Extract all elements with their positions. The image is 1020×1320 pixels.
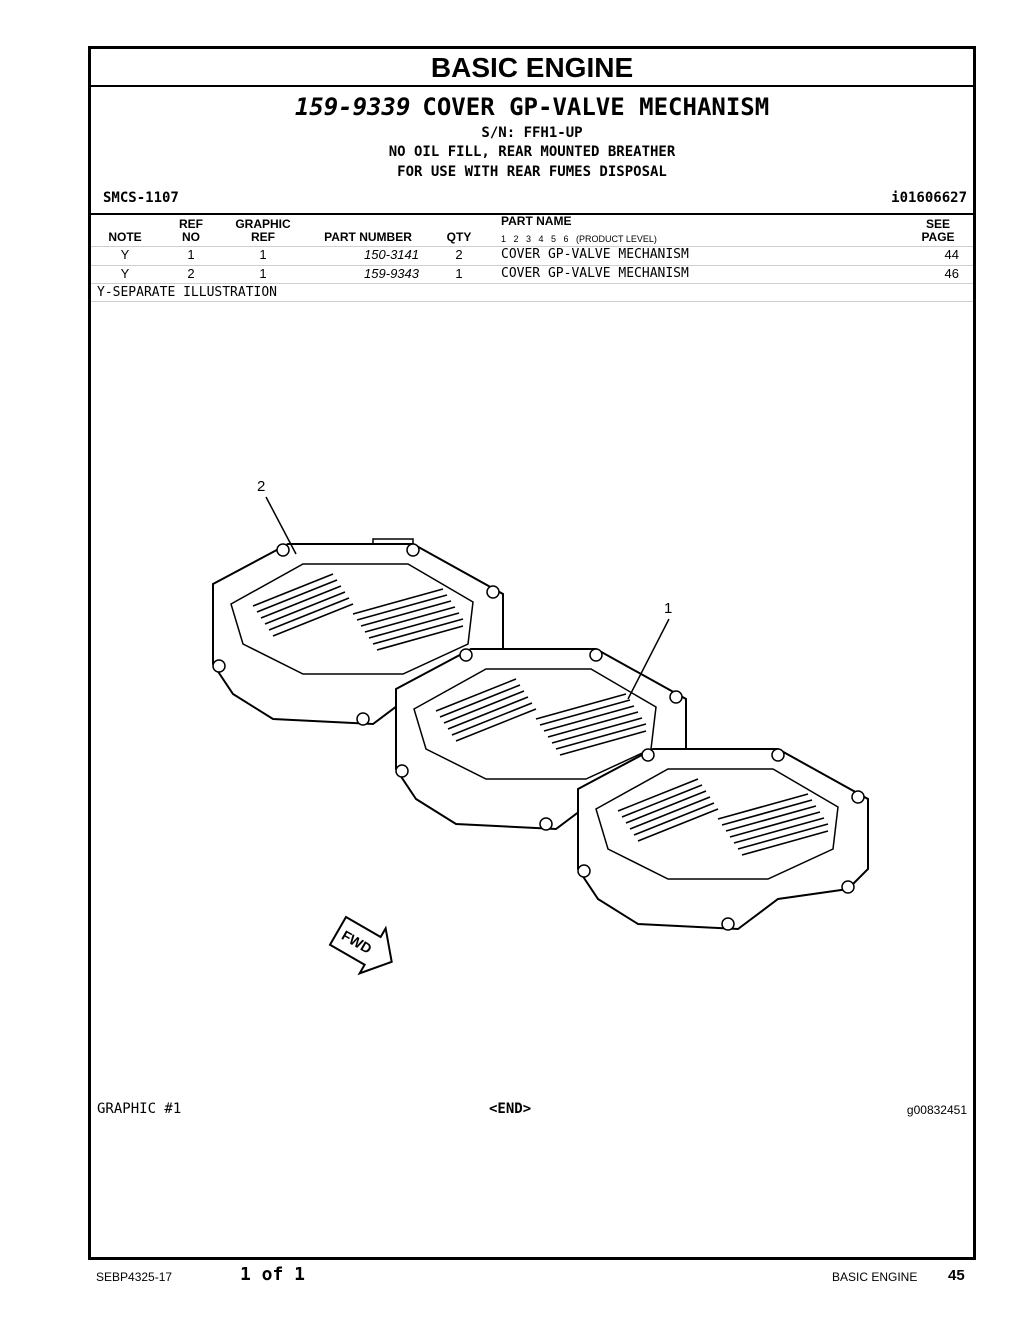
- leader-line-1: [627, 618, 670, 700]
- row1-part-name: COVER GP-VALVE MECHANISM: [501, 247, 689, 262]
- header-part-number: PART NUMBER: [324, 230, 412, 244]
- document-id: SEBP4325-17: [96, 1270, 173, 1284]
- valve-cover-illustration: [212, 496, 869, 976]
- callout-1: 1: [664, 600, 673, 617]
- part-name-heading: COVER GP-VALVE MECHANISM: [422, 93, 770, 121]
- row2-rule: [91, 283, 973, 284]
- header-ref-bottom: NO: [182, 230, 200, 244]
- row2-part-name: COVER GP-VALVE MECHANISM: [501, 266, 689, 281]
- note-line-2: FOR USE WITH REAR FUMES DISPOSAL: [397, 164, 667, 180]
- header-graphic-top: GRAPHIC: [235, 217, 291, 231]
- table-top-rule: [91, 213, 973, 215]
- fwd-arrow-icon: [328, 915, 393, 976]
- row2-ref: 2: [187, 266, 195, 281]
- part-number-heading: 159-9339: [294, 93, 411, 121]
- callout-2: 2: [257, 478, 266, 495]
- note-rule: [91, 301, 973, 302]
- row2-part-number[interactable]: 159-9343: [364, 266, 419, 281]
- row1-see-page[interactable]: 44: [944, 247, 959, 262]
- cover-part-1-rear: [577, 748, 869, 931]
- part-heading: 159-9339 COVER GP-VALVE MECHANISM: [91, 93, 973, 121]
- header-rule: [91, 246, 973, 247]
- row2-note: Y: [120, 266, 130, 281]
- footer-section: BASIC ENGINE: [832, 1270, 918, 1284]
- row2-graphic: 1: [259, 266, 267, 281]
- row1-ref: 1: [187, 247, 195, 262]
- header-qty: QTY: [446, 230, 472, 244]
- header-product-levels: 1 2 3 4 5 6 (PRODUCT LEVEL): [501, 234, 657, 244]
- cover-part-2: [212, 538, 504, 726]
- graphic-id: g00832451: [906, 1103, 967, 1117]
- end-marker: <END>: [489, 1101, 532, 1117]
- separate-illustration-note: Y-SEPARATE ILLUSTRATION: [97, 285, 278, 300]
- row2-see-page[interactable]: 46: [944, 266, 959, 281]
- header-part-name: PART NAME: [501, 214, 572, 228]
- row1-graphic: 1: [259, 247, 267, 262]
- graphic-label: GRAPHIC #1: [97, 1101, 182, 1117]
- leader-line-2: [265, 496, 297, 555]
- header-graphic-bottom: REF: [251, 230, 275, 244]
- row1-note: Y: [120, 247, 130, 262]
- header-note: NOTE: [108, 230, 142, 244]
- page-number: 45: [948, 1267, 965, 1284]
- row2-qty: 1: [455, 266, 463, 281]
- header-see-top: SEE: [925, 217, 950, 231]
- header-see-bottom: PAGE: [921, 230, 955, 244]
- header-ref-top: REF: [179, 217, 203, 231]
- row1-part-number[interactable]: 150-3141: [364, 247, 419, 262]
- row1-rule: [91, 265, 973, 266]
- note-line-1: NO OIL FILL, REAR MOUNTED BREATHER: [388, 144, 676, 160]
- row1-qty: 2: [455, 247, 463, 262]
- illustration-id: i01606627: [891, 190, 967, 206]
- page-count: 1 of 1: [240, 1264, 306, 1285]
- section-title: BASIC ENGINE: [91, 49, 973, 87]
- smcs-code: SMCS-1107: [103, 190, 179, 206]
- serial-number: S/N: FFH1-UP: [481, 125, 583, 141]
